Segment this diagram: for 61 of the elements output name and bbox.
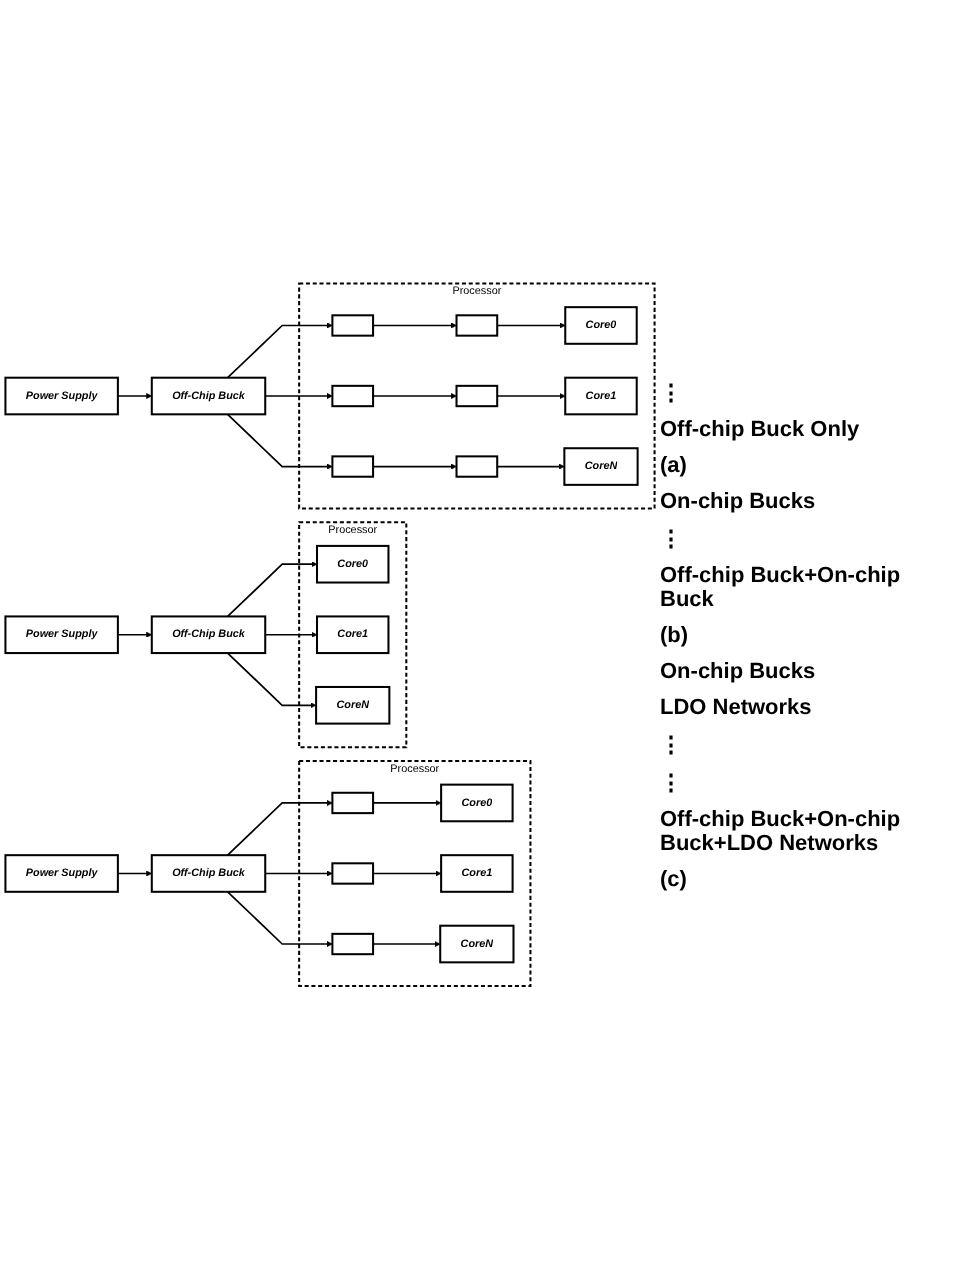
arrow [496, 393, 566, 400]
node-box [4, 615, 119, 655]
node-box [563, 447, 639, 487]
arrow [226, 652, 317, 709]
arrow [372, 870, 442, 877]
node-box [150, 615, 267, 655]
node-box [440, 854, 514, 894]
arrow [372, 800, 442, 807]
arrow [372, 463, 457, 470]
cluster [298, 521, 408, 749]
caption-text: On-chip Bucks [660, 659, 816, 683]
node-box [564, 376, 638, 416]
arrow [496, 463, 565, 470]
node-box [455, 314, 499, 337]
node-box [439, 924, 515, 964]
node-box [331, 314, 375, 337]
node-box [316, 545, 390, 584]
arrow [117, 870, 153, 877]
caption-text: ⋮ [660, 731, 682, 757]
node-box [440, 783, 514, 823]
cluster [298, 760, 532, 988]
node-box [331, 792, 375, 815]
arrow [226, 800, 333, 857]
caption-text: Off-chip Buck+On-chip Buck [660, 563, 903, 611]
node-box [331, 385, 375, 408]
node-box [331, 862, 375, 885]
caption-text: ⋮ [660, 525, 682, 551]
arrow [226, 561, 318, 618]
arrow [264, 393, 333, 400]
cluster [298, 282, 656, 510]
arrow [264, 870, 333, 877]
caption-text: Off-chip Buck Only [660, 417, 860, 441]
arrow [372, 941, 441, 948]
arrow [226, 322, 333, 379]
caption-text: Off-chip Buck+On-chip Buck+LDO Networks [660, 807, 903, 855]
node-box [316, 615, 390, 655]
node-box [4, 376, 119, 416]
arrow [226, 413, 333, 470]
caption-text: ⋮ [660, 379, 682, 405]
caption-text: On-chip Bucks [660, 489, 816, 513]
node-box [331, 933, 375, 956]
caption-text: (b) [660, 623, 689, 647]
caption-text: ⋮ [660, 769, 682, 795]
node-box [455, 385, 499, 408]
caption-text: LDO Networks [660, 695, 812, 719]
node-box [564, 306, 638, 346]
arrow [264, 632, 318, 638]
node-box [150, 854, 267, 894]
arrow [496, 322, 566, 329]
node-box [455, 455, 499, 478]
caption-text: (c) [660, 867, 687, 891]
arrow [226, 891, 333, 948]
arrow [372, 393, 457, 400]
node-box [4, 854, 119, 894]
arrow [117, 632, 153, 638]
node-box [150, 376, 267, 416]
caption-text: (a) [660, 453, 687, 477]
node-box [331, 455, 375, 478]
arrow [372, 322, 457, 329]
arrow [117, 393, 153, 400]
node-box [315, 686, 391, 725]
